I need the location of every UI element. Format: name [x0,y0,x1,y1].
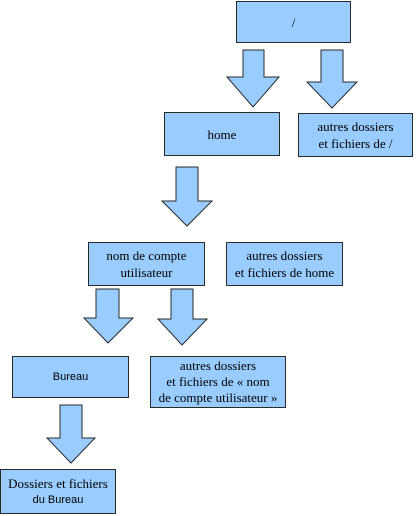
arrow-home-to-user [160,166,214,227]
arrow-user-to-other-user [156,288,209,346]
node-other-root: autres dossiers et fichiers de / [298,113,413,157]
node-bureau-files-label-line2: du Bureau [32,493,84,506]
node-other-root-label: autres dossiers et fichiers de / [317,119,394,151]
node-user: nom de compte utilisateur [88,242,205,286]
node-other-home-label: autres dossiers et fichiers de home [234,248,335,280]
arrow-user-to-bureau [82,288,135,344]
node-user-label: nom de compte utilisateur [106,248,187,280]
node-bureau-files-label-line1: Dossiers et fichiers [8,475,108,491]
arrow-bureau-to-files [45,404,97,464]
node-root: / [236,1,351,43]
node-other-user: autres dossiers et fichiers de « nom de … [150,356,286,408]
node-home-label: home [207,126,237,142]
node-other-user-label: autres dossiers et fichiers de « nom de … [158,358,278,405]
node-home: home [164,112,280,156]
node-bureau: Bureau [12,356,129,398]
node-root-label: / [291,14,296,30]
arrow-root-to-home [225,49,281,108]
node-bureau-files: Dossiers et fichiers du Bureau [0,469,116,514]
node-other-home: autres dossiers et fichiers de home [226,242,343,286]
node-bureau-label: Bureau [52,370,89,383]
arrow-root-to-other-root [305,49,359,109]
